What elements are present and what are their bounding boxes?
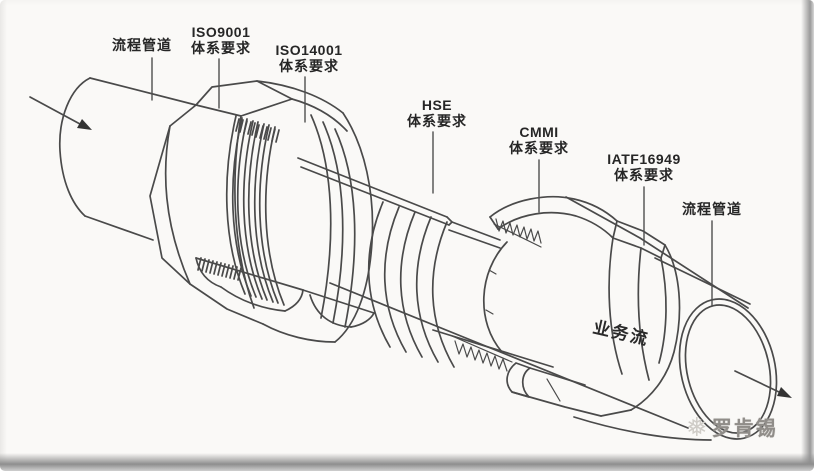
label-cmmi: CMMI 体系要求 (509, 124, 569, 156)
label-iso14001: ISO14001 体系要求 (275, 42, 342, 74)
label-cmmi-line2: 体系要求 (509, 140, 569, 156)
left-pipe (58, 77, 197, 241)
right-pipe (329, 196, 778, 441)
leader-lines (151, 57, 713, 307)
label-iatf16949: IATF16949 体系要求 (607, 151, 681, 183)
label-iso14001-line2: 体系要求 (279, 58, 339, 74)
sleeve-strip-hse (297, 157, 501, 249)
bottom-collar-mid (302, 289, 375, 328)
label-iso9001-line2: 体系要求 (191, 40, 251, 56)
label-iso9001: ISO9001 体系要求 (191, 24, 251, 56)
thread-ticks-top (235, 118, 280, 143)
watermark-text: 罗肯锡 (711, 418, 778, 440)
thread-arcs (225, 115, 285, 306)
flow-in-arrow (29, 96, 92, 130)
watermark: ❅ 罗肯锡 (686, 412, 778, 441)
label-iso14001-line1: ISO14001 (275, 42, 343, 58)
cmmi-bottom-threads (432, 329, 602, 417)
coupling-cmmi (489, 195, 618, 248)
label-iatf16949-line2: 体系要求 (614, 167, 674, 183)
label-pipe-left-text: 流程管道 (112, 37, 172, 53)
label-hse-line1: HSE (421, 97, 453, 113)
label-cmmi-line1: CMMI (519, 124, 559, 140)
label-iso9001-line1: ISO9001 (191, 24, 251, 40)
flow-out-arrow (734, 370, 792, 398)
label-hse-line2: 体系要求 (407, 113, 467, 129)
label-iatf16949-line1: IATF16949 (607, 151, 681, 167)
bottom-collar-left (195, 257, 304, 312)
hex-nut-iatf16949 (600, 220, 681, 417)
label-pipe-left: 流程管道 (112, 37, 172, 53)
coupling-iso14001 (256, 80, 374, 343)
barrel-rings (367, 201, 508, 368)
label-pipe-right-text: 流程管道 (682, 201, 742, 217)
label-hse: HSE 体系要求 (407, 97, 467, 129)
snowflake-icon: ❅ (686, 411, 708, 442)
label-pipe-right: 流程管道 (682, 201, 742, 217)
